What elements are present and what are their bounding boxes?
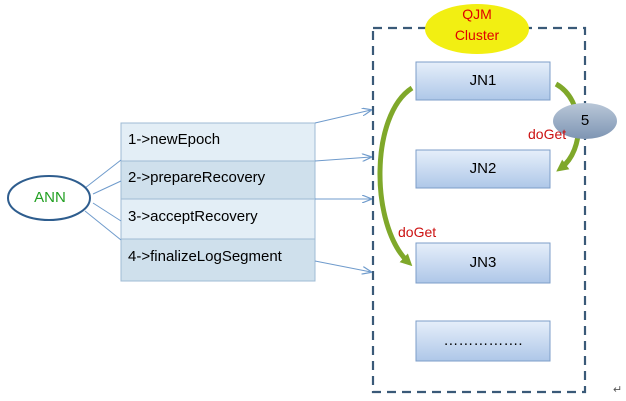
step-1-label: 1->newEpoch — [128, 131, 221, 148]
doget-label-right: doGet — [528, 126, 567, 142]
step-3-label: 3->acceptRecovery — [128, 208, 258, 225]
step-arrows — [314, 110, 371, 272]
qjm-label-line2: Cluster — [454, 27, 500, 43]
step-2-label: 2->prepareRecovery — [128, 169, 266, 186]
jn3-box — [415, 242, 551, 284]
jn-more-box — [415, 320, 551, 362]
jn1-label: JN1 — [469, 72, 497, 89]
jn2-label: JN2 — [469, 160, 497, 177]
doget-arrow-left — [377, 85, 414, 267]
steps-table — [120, 122, 316, 282]
ann-node — [7, 175, 91, 221]
step-4-label: 4->finalizeLogSegment — [128, 248, 282, 265]
pilcrow-mark: ↵ — [613, 384, 623, 396]
ann-label: ANN — [34, 189, 66, 206]
jn-more-label: ……………. — [443, 332, 523, 349]
jn2-box — [415, 149, 551, 189]
step5-label: 5 — [580, 112, 590, 129]
step5-node — [553, 103, 617, 139]
doget-label-left: doGet — [398, 224, 437, 240]
ann-connectors — [84, 159, 122, 241]
jn1-box — [415, 61, 551, 101]
jn3-label: JN3 — [469, 254, 497, 271]
qjm-label-line1: QJM — [462, 6, 492, 22]
qjm-cluster-badge — [425, 4, 529, 54]
